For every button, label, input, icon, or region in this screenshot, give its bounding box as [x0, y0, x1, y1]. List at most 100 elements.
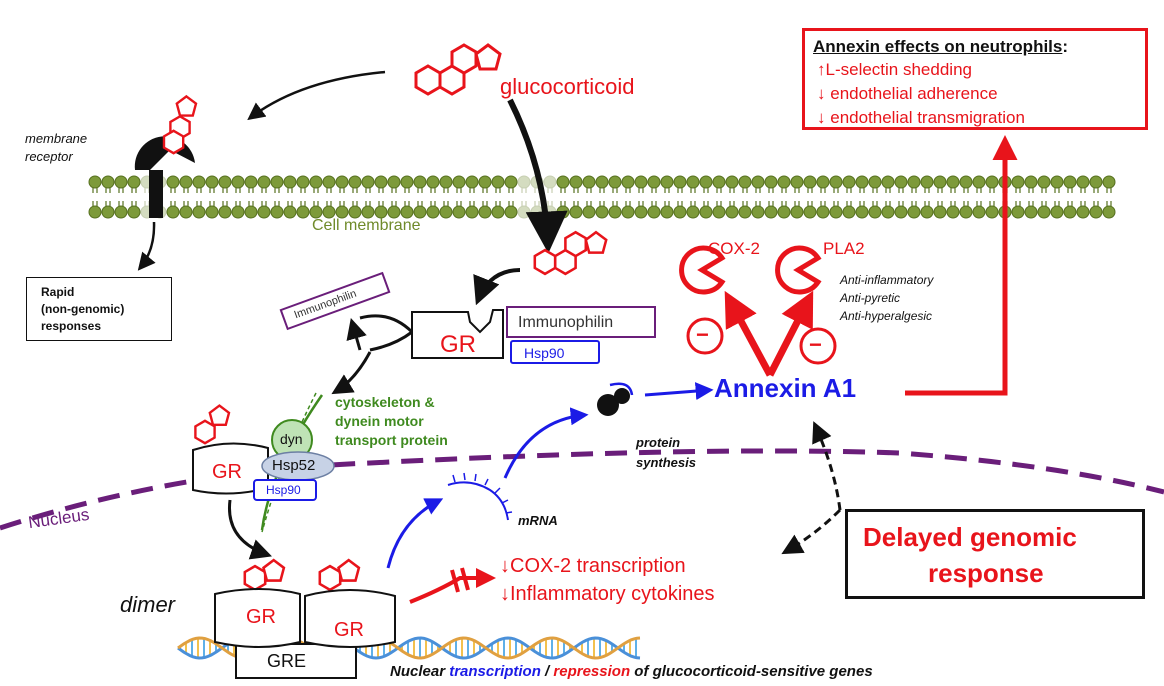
footer-caption: Nuclear transcription / repression of gl… [390, 663, 873, 680]
lipid-head [270, 175, 284, 189]
arrow-to-receptor [247, 70, 386, 121]
cell-membrane [88, 175, 1116, 219]
lipid-head [1011, 205, 1025, 219]
lipid-head [1076, 205, 1090, 219]
lipid-head [1037, 205, 1051, 219]
lipid-head [816, 175, 830, 189]
lipid-head [1089, 205, 1103, 219]
lipid-head [946, 175, 960, 189]
lipid-head [868, 175, 882, 189]
protein-label-1: protein [636, 435, 681, 450]
minus-left: − [696, 322, 709, 347]
lipid-head [296, 175, 310, 189]
lipid-head [179, 205, 193, 219]
lipid-head [1050, 205, 1064, 219]
cell-membrane-label: Cell membrane [312, 217, 421, 234]
lipid-head [413, 175, 427, 189]
lipid-head [647, 175, 661, 189]
lipid-head [192, 175, 206, 189]
gre-box [235, 643, 357, 679]
lipid-head [556, 175, 570, 189]
lipid-head [1024, 205, 1038, 219]
lipid-head [634, 205, 648, 219]
immunophilin-box: Immunophilin [506, 306, 656, 338]
lipid-head [985, 175, 999, 189]
lipid-head [491, 175, 505, 189]
repression-bar-2 [460, 567, 470, 591]
immunophilin-label: Immunophilin [518, 314, 614, 331]
lipid-head [322, 175, 336, 189]
membrane-receptor-label-2: receptor [25, 149, 73, 164]
lipid-head [881, 205, 895, 219]
lipid-head [218, 175, 232, 189]
lipid-head [426, 205, 440, 219]
lipid-head [751, 175, 765, 189]
arrow-to-dynein [331, 351, 372, 395]
minus-circle-right [799, 327, 837, 365]
lipid-head [218, 205, 232, 219]
lipid-head [582, 175, 596, 189]
lipid-head [972, 175, 986, 189]
lipid-head [712, 205, 726, 219]
lipid-head [387, 175, 401, 189]
lipid-head [790, 175, 804, 189]
lipid-head [868, 205, 882, 219]
gre-label: GRE [267, 651, 307, 671]
delayed-title-2: response [928, 558, 1044, 588]
lipid-head [1063, 175, 1077, 189]
lipid-head [465, 175, 479, 189]
lipid-head [452, 175, 466, 189]
gr-dynein-label: GR [212, 461, 242, 483]
ribosome-icon [597, 382, 634, 416]
minus-right: − [809, 332, 822, 357]
glucocorticoid-bound-dynein-icon [194, 404, 231, 445]
nucleus-boundary [0, 448, 1164, 531]
rapid-label-1: Rapid [41, 285, 75, 299]
arrow-immunophilin-release [359, 314, 414, 352]
pla2-label: PLA2 [823, 239, 865, 258]
gr-dimer-left [214, 588, 301, 648]
lipid-head [101, 205, 115, 219]
lipid-head [920, 175, 934, 189]
lipid-head [660, 205, 674, 219]
anti-pyretic-label: Anti-pyretic [840, 291, 901, 305]
rapid-label-3: responses [41, 319, 102, 333]
lipid-head [88, 175, 102, 189]
lipid-head [205, 205, 219, 219]
lipid-head [127, 205, 141, 219]
hsp90-lower-label: Hsp90 [266, 483, 301, 497]
lipid-head [907, 205, 921, 219]
lipid-head [777, 205, 791, 219]
lipid-head [907, 175, 921, 189]
lipid-head [764, 205, 778, 219]
glucocorticoid-dimer-right-icon [318, 558, 361, 592]
lipid-head [504, 175, 518, 189]
mrna-strand [447, 481, 509, 521]
lipid-head [621, 175, 635, 189]
lipid-head [608, 175, 622, 189]
lipid-head [1037, 175, 1051, 189]
lipid-head [309, 205, 323, 219]
lipid-head [517, 205, 531, 219]
lipid-head [1063, 205, 1077, 219]
lipid-head [582, 205, 596, 219]
lipid-head [283, 205, 297, 219]
lipid-head [1089, 175, 1103, 189]
lipid-head [335, 205, 349, 219]
lipid-head [257, 205, 271, 219]
lipid-head [569, 205, 583, 219]
lipid-head [257, 175, 271, 189]
arrow-to-gr [473, 268, 521, 306]
lipid-head [374, 205, 388, 219]
inflammatory-cytokines-row: ↓Inflammatory cytokines [500, 583, 715, 605]
lipid-head [296, 205, 310, 219]
lipid-head [699, 205, 713, 219]
delayed-genomic-box: Delayed genomic response [845, 509, 1145, 599]
membrane-receptor-label-1: membrane [25, 131, 88, 146]
lipid-head [894, 175, 908, 189]
lipid-head [439, 175, 453, 189]
lipid-head [959, 175, 973, 189]
anti-hyperalgesic-label: Anti-hyperalgesic [840, 309, 933, 323]
